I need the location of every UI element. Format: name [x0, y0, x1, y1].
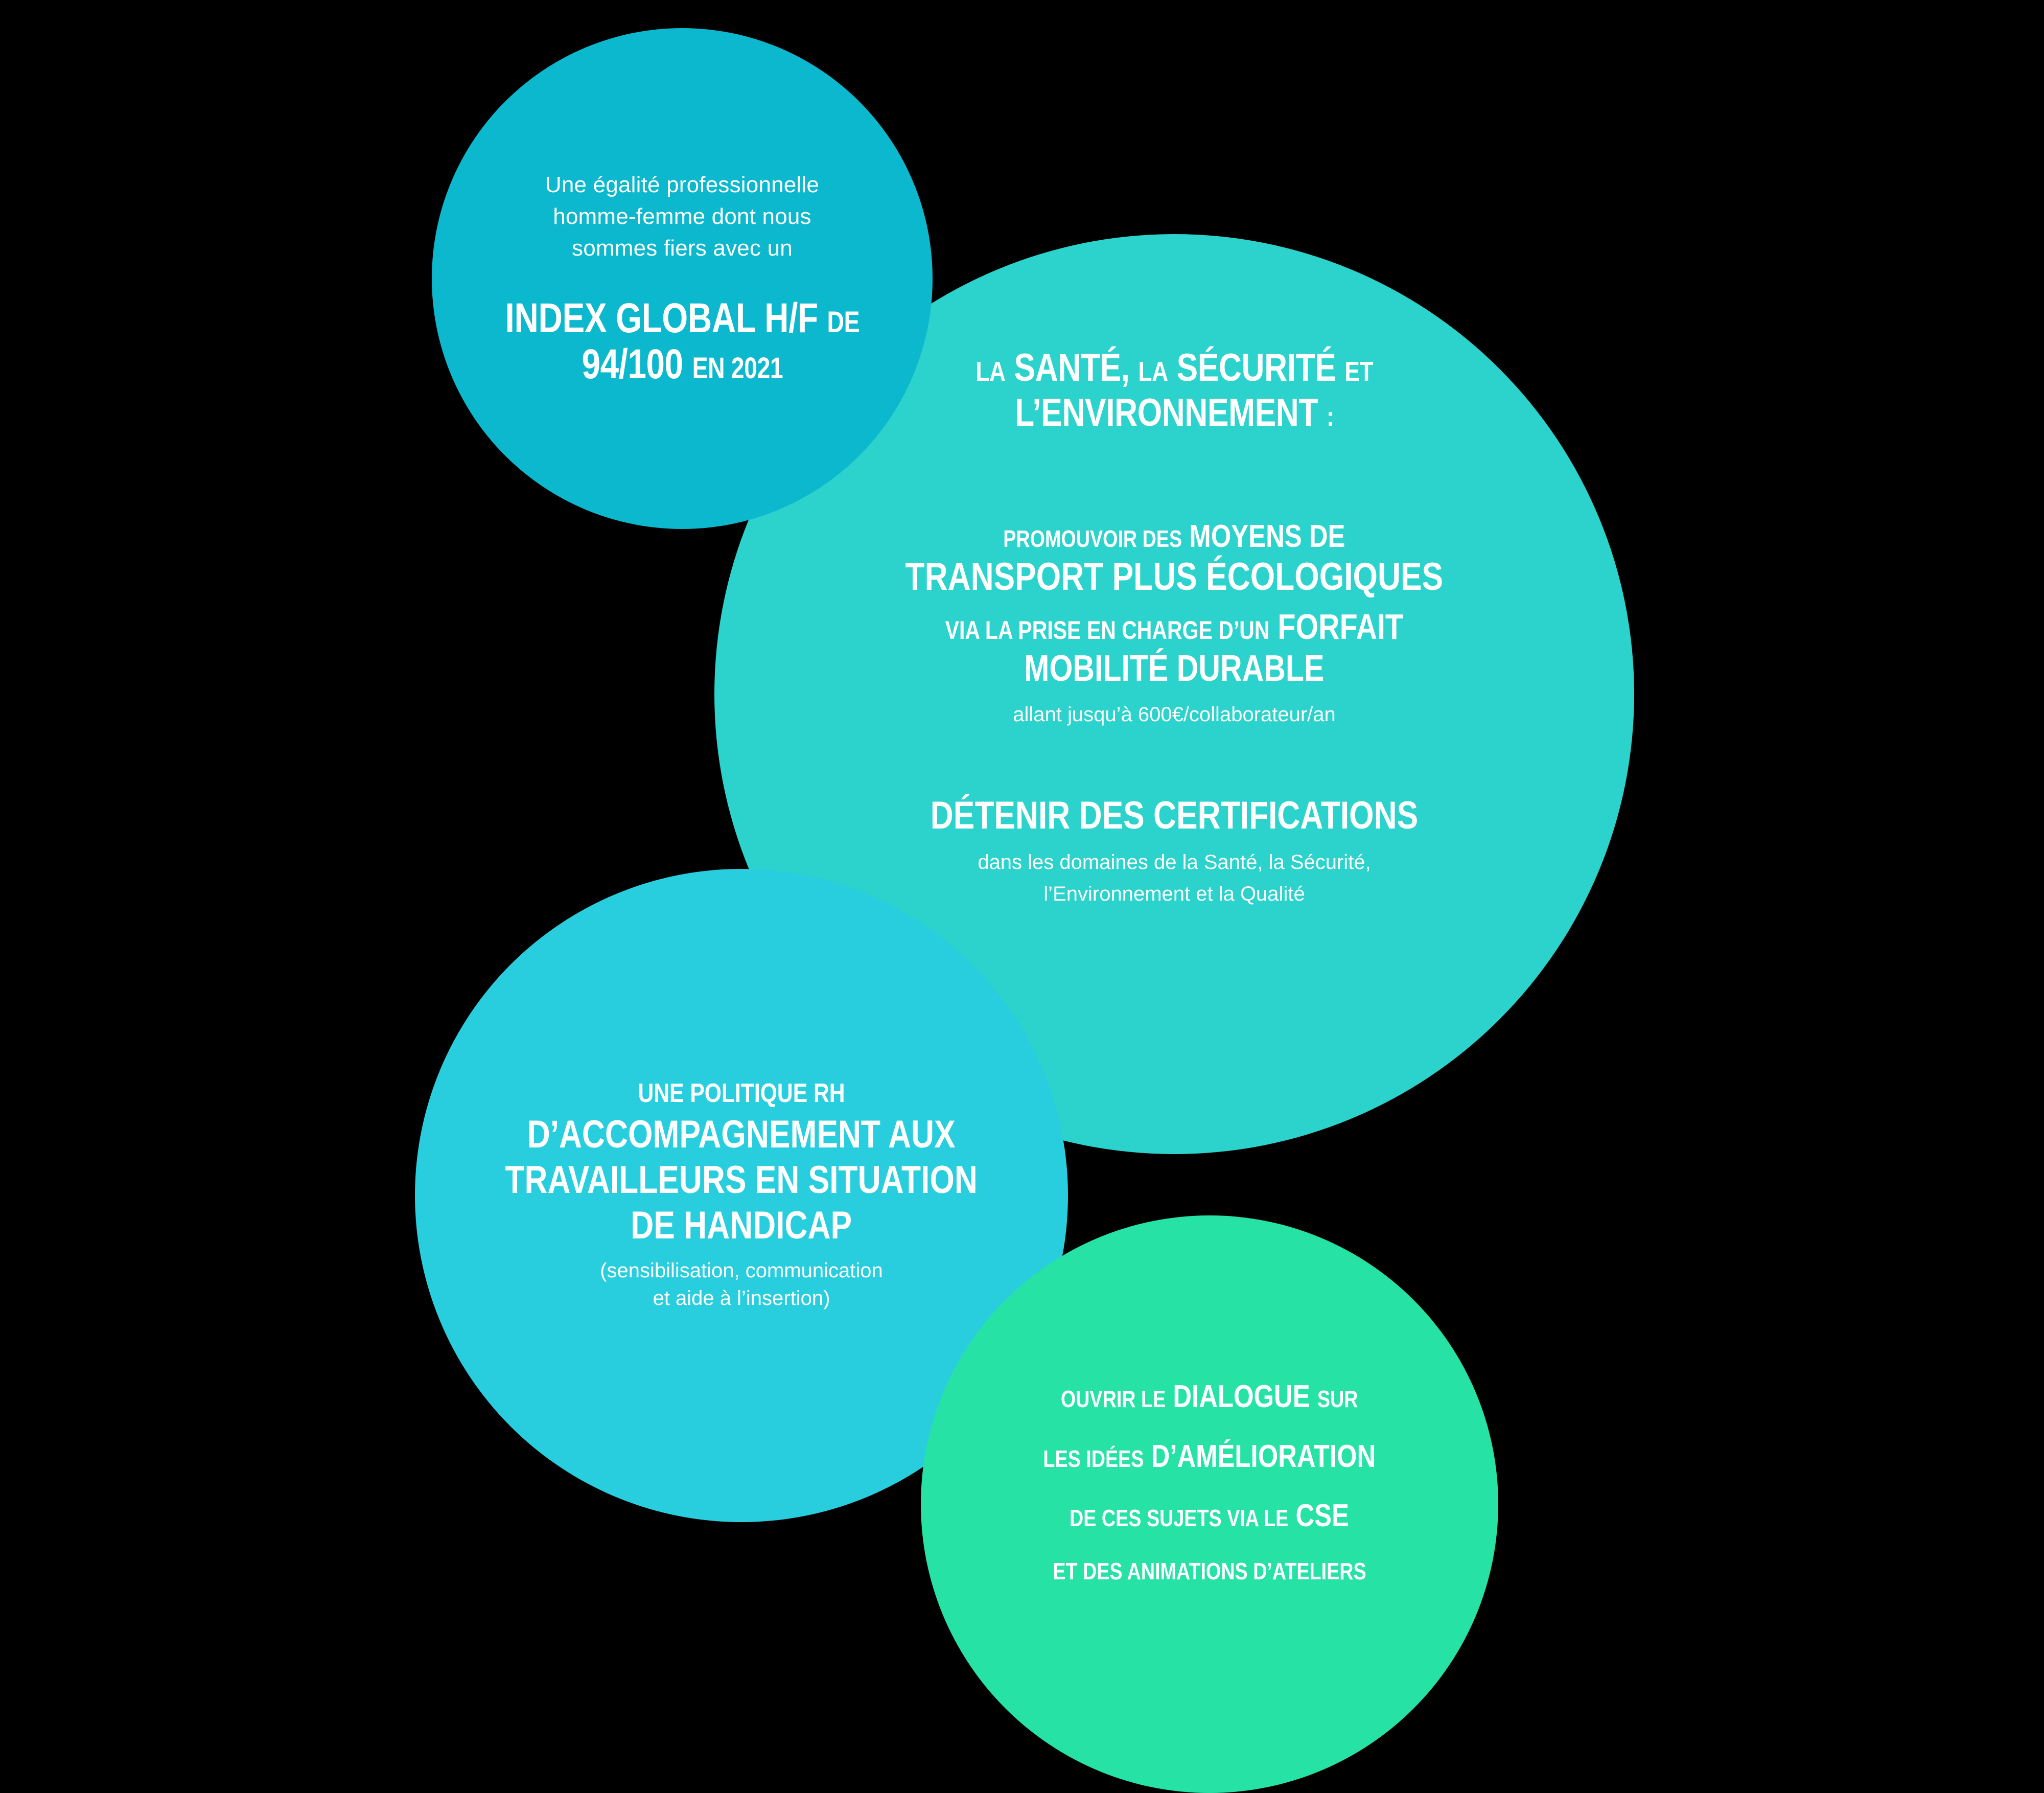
sse-certifications-note-line-1: dans les domaines de la Santé, la Sécuri…: [978, 850, 1371, 873]
handicap-eyebrow: UNE POLITIQUE RH: [638, 1078, 845, 1109]
sse-forfait-line-1: VIA LA PRISE EN CHARGE D’UN FORFAIT: [905, 606, 1444, 648]
index-intro-line-2: homme-femme dont nous: [553, 204, 811, 229]
index-intro-line-1: Une égalité professionnelle: [545, 172, 820, 198]
handicap-headline-line-3: DE HANDICAP: [631, 1204, 852, 1248]
cse-line-4: ET DES ANIMATIONS D’ATELIERS: [1053, 1558, 1366, 1585]
sse-via-la-prise: VIA LA PRISE EN CHARGE D’UN: [945, 616, 1270, 645]
sse-certifications-title: DÉTENIR DES CERTIFICATIONS: [930, 793, 1419, 837]
handicap-headline: D’ACCOMPAGNEMENT AUX TRAVAILLEURS EN SIT…: [505, 1112, 978, 1249]
sse-moyens-de: MOYENS DE: [1189, 519, 1345, 555]
cse-ouvrir-le: OUVRIR LE: [1061, 1386, 1166, 1412]
index-intro: Une égalité professionnelle homme-femme …: [545, 169, 819, 264]
sse-certifications-note-line-2: l’Environnement et la Qualité: [1043, 882, 1305, 905]
sse-forfait-note: allant jusqu’à 600€/collaborateur/an: [1013, 703, 1336, 726]
index-score-value: 94/100: [582, 341, 683, 388]
sse-forfait: FORFAIT: [1278, 607, 1404, 647]
cse-amelioration: D’AMÉLIORATION: [1151, 1438, 1376, 1474]
cse-dialogue: DIALOGUE: [1173, 1379, 1311, 1414]
index-year-label: EN 2021: [692, 352, 783, 385]
cse-de-ces-sujets: DE CES SUJETS VIA LE: [1070, 1505, 1289, 1532]
sse-title-et: ET: [1344, 356, 1373, 387]
bubble-index-global-hf: Une égalité professionnelle homme-femme …: [432, 28, 933, 529]
sse-block-certifications: DÉTENIR DES CERTIFICATIONS dans les doma…: [877, 794, 1472, 910]
handicap-note: (sensibilisation, communication et aide …: [600, 1257, 883, 1312]
cse-line-2: LES IDÉES D’AMÉLIORATION: [1043, 1439, 1376, 1475]
sse-title-la-1: LA: [975, 356, 1006, 387]
index-headline: INDEX GLOBAL H/F DE 94/100 EN 2021: [505, 295, 860, 387]
sse-promouvoir-des: PROMOUVOIR DES: [1003, 525, 1182, 553]
sse-title-securite: SÉCURITÉ: [1176, 346, 1336, 389]
sse-title-la-2: LA: [1138, 356, 1168, 387]
index-headline-de: DE: [827, 306, 860, 339]
sse-transport-line-1: PROMOUVOIR DES MOYENS DE: [905, 518, 1444, 555]
sse-title-colon: :: [1326, 401, 1334, 432]
sse-title-line-2: L’ENVIRONNEMENT :: [975, 390, 1373, 435]
sse-title: LA SANTÉ, LA SÉCURITÉ ET L’ENVIRONNEMENT…: [975, 346, 1373, 435]
sse-title-line-1: LA SANTÉ, LA SÉCURITÉ ET: [975, 346, 1373, 390]
sse-certifications-note: dans les domaines de la Santé, la Sécuri…: [877, 846, 1472, 910]
bubble-dialogue-cse: OUVRIR LE DIALOGUE SUR LES IDÉES D’AMÉLI…: [921, 1215, 1498, 1793]
index-headline-line-2: 94/100 EN 2021: [505, 341, 859, 387]
cse-sur: SUR: [1317, 1386, 1358, 1412]
sse-block-transport: PROMOUVOIR DES MOYENS DE TRANSPORT PLUS …: [846, 518, 1502, 728]
cse-line-1: OUVRIR LE DIALOGUE SUR: [1061, 1379, 1358, 1415]
handicap-headline-line-1: D’ACCOMPAGNEMENT AUX: [527, 1113, 956, 1157]
index-headline-main: INDEX GLOBAL H/F: [505, 295, 818, 342]
sse-title-environnement: L’ENVIRONNEMENT: [1014, 391, 1318, 435]
sse-forfait-line-2: MOBILITÉ DURABLE: [1024, 648, 1325, 689]
cse-les-idees: LES IDÉES: [1043, 1445, 1144, 1472]
handicap-note-line-1: (sensibilisation, communication: [600, 1259, 883, 1282]
cse-acronym: CSE: [1295, 1498, 1350, 1534]
cse-line-3: DE CES SUJETS VIA LE CSE: [1070, 1498, 1350, 1534]
index-headline-line-1: INDEX GLOBAL H/F DE: [505, 295, 860, 342]
sse-transport-line-2: TRANSPORT PLUS ÉCOLOGIQUES: [905, 555, 1444, 599]
sse-title-sante: SANTÉ,: [1014, 346, 1130, 389]
index-intro-line-3: sommes fiers avec un: [572, 235, 793, 261]
handicap-headline-line-2: TRAVAILLEURS EN SITUATION: [505, 1158, 978, 1202]
handicap-note-line-2: et aide à l’insertion): [653, 1286, 830, 1309]
